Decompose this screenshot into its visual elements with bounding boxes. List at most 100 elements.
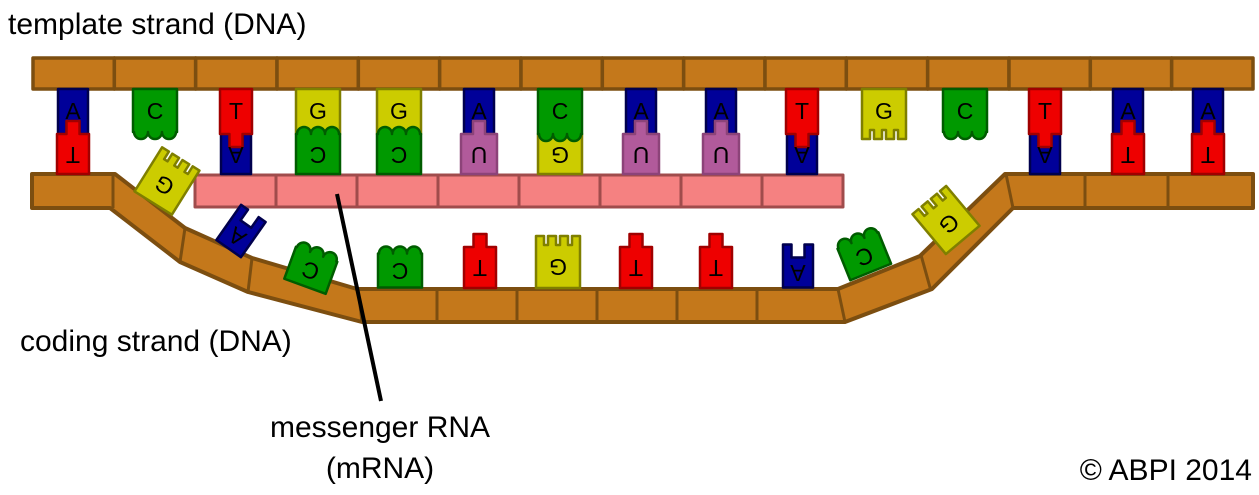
base-G: [133, 146, 201, 216]
base-T: [784, 87, 820, 149]
backbone-segment: [112, 56, 198, 91]
mrna-segment: [355, 173, 440, 209]
mrna-segment: [760, 173, 845, 209]
mrna-segment: [436, 173, 521, 209]
base-T: [1190, 119, 1226, 176]
backbone-segment: [519, 56, 605, 91]
base-T: [1027, 87, 1063, 149]
base-letter: U: [633, 142, 650, 168]
base-G: [860, 87, 908, 141]
backbone-segment: [600, 56, 686, 91]
base-letter: G: [549, 254, 567, 280]
backbone-joint: [1004, 173, 1015, 209]
base-letter: C: [957, 98, 974, 124]
mrna-segment: [193, 173, 278, 209]
mrna-segment: [598, 173, 683, 209]
base-letter: C: [392, 258, 409, 284]
template-base-pair-9-AU: AU: [701, 87, 741, 176]
base-G: [911, 184, 981, 256]
base-letter: T: [1038, 98, 1052, 124]
base-T: [1110, 119, 1146, 176]
template-base-pair-14-AT: AT: [1110, 87, 1146, 176]
mrna-segment: [274, 173, 359, 209]
base-C: [376, 245, 424, 289]
base-T: [698, 232, 734, 290]
label-mrna-abbrev: (mRNA): [326, 452, 434, 485]
base-letter: A: [228, 142, 244, 168]
base-letter: T: [1121, 142, 1135, 168]
base-C: [941, 87, 989, 141]
base-letter: C: [310, 142, 327, 168]
template-base-pair-11-G: G: [860, 87, 908, 141]
backbone-segment: [681, 56, 767, 91]
base-C: [131, 87, 179, 141]
mrna-pointer-line: [335, 193, 383, 402]
coding-base-2-A: A: [215, 203, 267, 259]
base-U: [459, 119, 499, 176]
base-U: [701, 119, 741, 176]
coding-base-4-C: C: [376, 245, 424, 289]
base-T: [618, 232, 654, 290]
backbone-segment: [193, 56, 279, 91]
coding-base-7-T: T: [618, 232, 654, 290]
base-letter: A: [65, 98, 81, 124]
base-letter: T: [229, 98, 243, 124]
label-messenger-rna: messenger RNA: [270, 411, 490, 444]
backbone-joint: [836, 288, 847, 323]
template-base-pair-3-TA: TA: [218, 87, 254, 176]
base-C: [836, 227, 893, 282]
base-A: [781, 243, 815, 289]
template-base-pair-5-GC: GC: [375, 87, 423, 176]
backbone-joint: [919, 254, 933, 292]
backbone-joint: [178, 227, 187, 263]
coding-base-9-A: A: [781, 243, 815, 289]
backbone-segment: [844, 56, 930, 91]
base-letter: T: [795, 98, 809, 124]
base-C: [536, 87, 584, 143]
base-C: [283, 241, 339, 296]
backbone-segment: [356, 56, 442, 91]
coding-base-3-C: C: [283, 241, 339, 296]
coding-base-6-G: G: [534, 234, 582, 290]
base-letter: C: [147, 98, 164, 124]
mrna-segment: [517, 173, 602, 209]
base-letter: G: [875, 98, 893, 124]
copyright-notice: © ABPI 2014: [1080, 454, 1252, 487]
base-letter: U: [471, 142, 488, 168]
template-base-pair-13-TA: TA: [1027, 87, 1063, 176]
base-letter: A: [790, 260, 806, 286]
backbone-segment: [1088, 56, 1174, 91]
base-C: [375, 125, 423, 176]
template-base-pair-12-C: C: [941, 87, 989, 141]
base-U: [621, 119, 661, 176]
base-letter: A: [794, 142, 810, 168]
base-letter: G: [551, 142, 569, 168]
backbone-segment: [31, 56, 117, 91]
mrna-segment: [679, 173, 764, 209]
coding-base-8-T: T: [698, 232, 734, 290]
base-letter: T: [473, 255, 487, 281]
base-C: [294, 125, 342, 176]
base-letter: A: [1120, 98, 1136, 124]
backbone-segment: [1007, 56, 1093, 91]
backbone-segment: [437, 56, 523, 91]
template-base-pair-7-CG: CG: [536, 87, 584, 176]
backbone-segment: [1169, 56, 1255, 91]
base-T: [218, 87, 254, 149]
coding-base-10-C: C: [836, 227, 893, 282]
coding-base-1-G: G: [133, 146, 201, 216]
label-coding-strand: coding strand (DNA): [20, 325, 292, 358]
backbone-segment: [275, 56, 361, 91]
base-letter: T: [1201, 142, 1215, 168]
coding-base-11-G: G: [911, 184, 981, 256]
base-letter: G: [390, 98, 408, 124]
base-letter: U: [713, 142, 730, 168]
template-strand-backbone: [31, 56, 1255, 91]
base-letter: T: [709, 255, 723, 281]
template-base-pair-10-TA: TA: [784, 87, 820, 176]
base-letter: A: [1037, 142, 1053, 168]
coding-base-5-T: T: [462, 232, 498, 290]
